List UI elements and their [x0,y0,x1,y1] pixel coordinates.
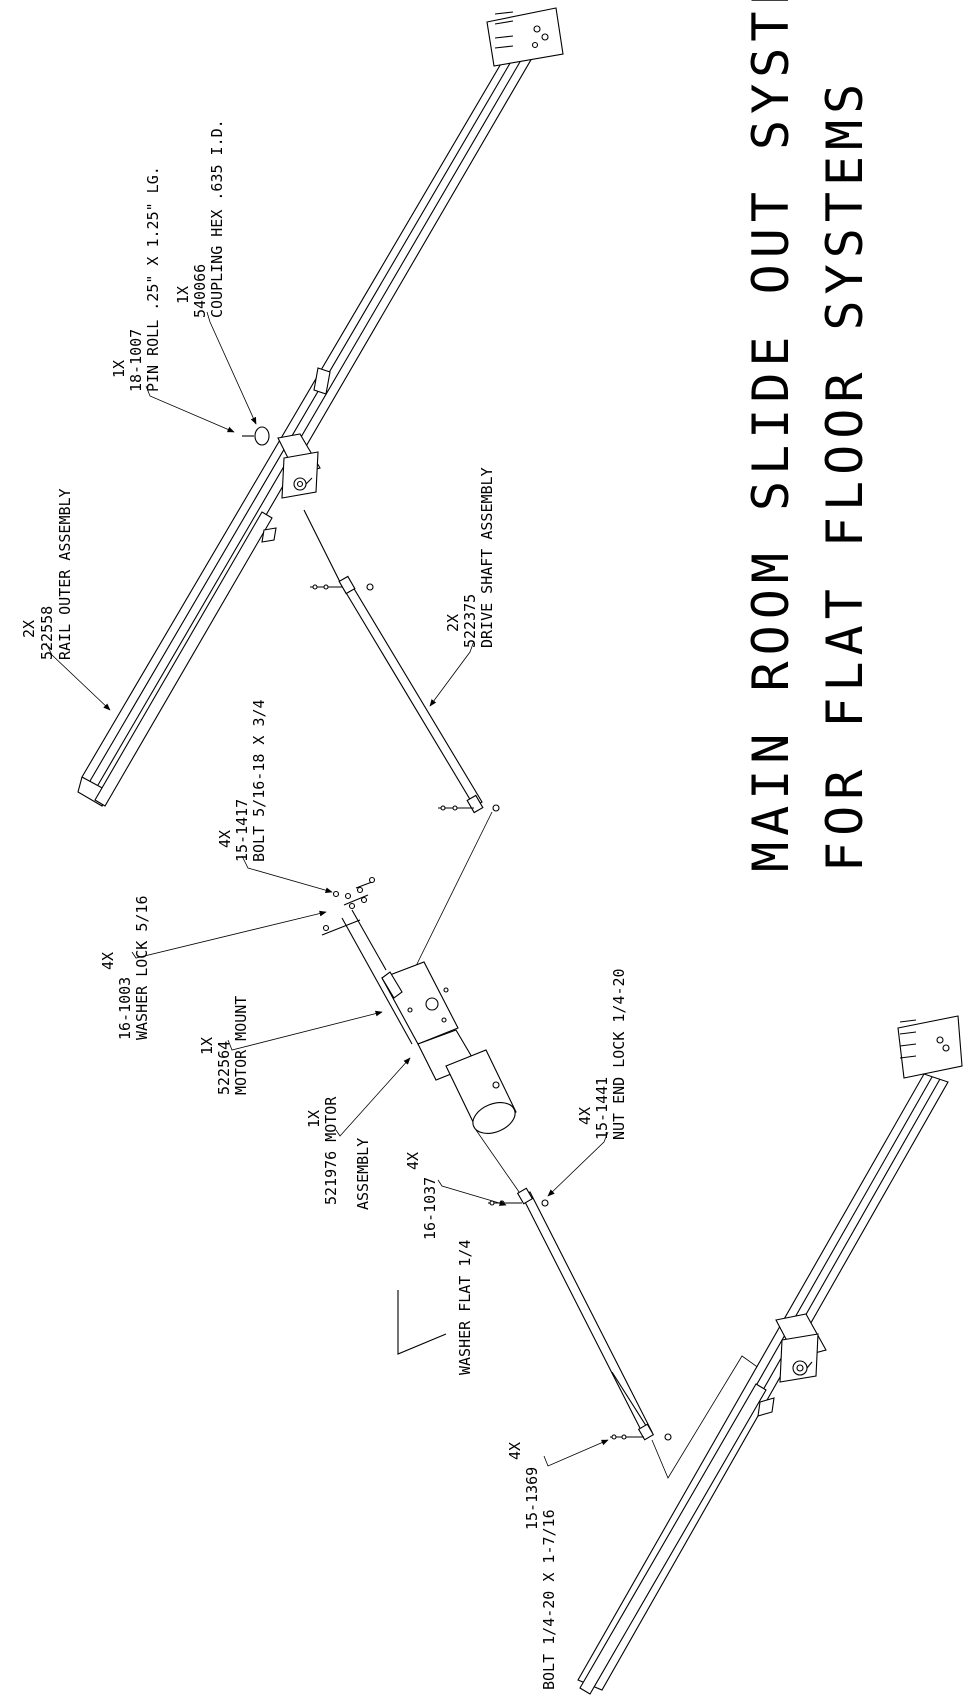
drawing-title: MAIN ROOM SLIDE OUT SYSTEM FOR FLAT FLOO… [742,0,874,872]
bolt-1-4-part: 15-1369 [523,1467,541,1530]
bolt-1-4-desc: BOLT 1/4-20 X 1-7/16 [540,1509,558,1690]
lower-rail-outer-assembly [577,1015,963,1695]
washer-lock-part: 16-1003 [116,977,134,1040]
nut-end-lock-desc: NUT END LOCK 1/4-20 [610,968,628,1140]
bolt-5-16-part: 15-1417 [233,799,251,862]
drive-shaft-part: 522375 [461,594,479,648]
callout-motor: 1X 521976 MOTOR ASSEMBLY [305,1096,372,1210]
rail-outer-part: 522558 [38,606,56,660]
motor-mount-desc: MOTOR MOUNT [232,996,250,1095]
callout-pin-roll: 1X 18-1007 PIN ROLL .25" X 1.25" LG. [110,166,162,392]
washer-flat-desc: WASHER FLAT 1/4 [456,1240,474,1375]
motor-mount-bracket [381,961,459,1045]
title-line-2: FOR FLAT FLOOR SYSTEMS [816,78,874,872]
callout-motor-mount: 1X 522564 MOTOR MOUNT [198,996,250,1095]
coupling-qty: 1X [174,286,192,304]
drive-shaft-qty: 2X [444,614,462,632]
motor-qty: 1X [305,1110,323,1128]
coupling-part: 540066 [191,264,209,318]
callout-drive-shaft: 2X 522375 DRIVE SHAFT ASSEMBLY [444,467,496,648]
callout-bolt-1-4: 4X 15-1369 BOLT 1/4-20 X 1-7/16 [506,1442,558,1690]
callout-washer-flat: 4X 16-1037 WASHER FLAT 1/4 [404,1152,474,1375]
nut-end-lock-qty: 4X [576,1107,594,1125]
washer-lock-desc: WASHER LOCK 5/16 [133,896,151,1041]
rail-outer-desc: RAIL OUTER ASSEMBLY [56,488,74,660]
bolt-1-4-qty: 4X [506,1442,524,1460]
nut-end-lock-part: 15-1441 [593,1077,611,1140]
callout-nut-end-lock: 4X 15-1441 NUT END LOCK 1/4-20 [576,968,628,1140]
washer-flat-part: 16-1037 [421,1177,439,1240]
pin-roll-qty: 1X [110,360,128,378]
coupling-desc: COUPLING HEX .635 I.D. [208,119,226,318]
upper-end-plate [486,7,564,67]
washer-lock-qty: 4X [99,952,117,970]
callout-leaders [45,311,609,1467]
upper-drive-shaft [303,509,500,971]
callout-rail-outer: 2X 522558 RAIL OUTER ASSEMBLY [20,488,74,660]
motor-mount-qty: 1X [198,1037,216,1055]
pin-roll-part: 18-1007 [127,329,145,392]
coupling-hex [254,426,270,446]
pin-roll-desc: PIN ROLL .25" X 1.25" LG. [144,166,162,392]
motor-and-mount [321,876,517,1134]
bolt-5-16-qty: 4X [216,830,234,848]
title-line-1: MAIN ROOM SLIDE OUT SYSTEM [742,0,800,872]
callout-coupling: 1X 540066 COUPLING HEX .635 I.D. [174,119,226,318]
upper-rail-outer-assembly [77,7,564,807]
motor-mount-part: 522564 [215,1041,233,1095]
callout-bolt-5-16: 4X 15-1417 BOLT 5/16-18 X 3/4 [216,699,268,862]
washer-flat-qty: 4X [404,1152,422,1170]
drive-shaft-desc: DRIVE SHAFT ASSEMBLY [478,467,496,648]
callout-washer-lock: 4X 16-1003 WASHER LOCK 5/16 [99,896,151,1041]
lower-end-plate [897,1015,963,1079]
motor-desc: ASSEMBLY [354,1138,372,1210]
motor-part: 521976 MOTOR [322,1096,340,1205]
rail-outer-qty: 2X [20,620,38,638]
bolt-5-16-desc: BOLT 5/16-18 X 3/4 [250,699,268,862]
